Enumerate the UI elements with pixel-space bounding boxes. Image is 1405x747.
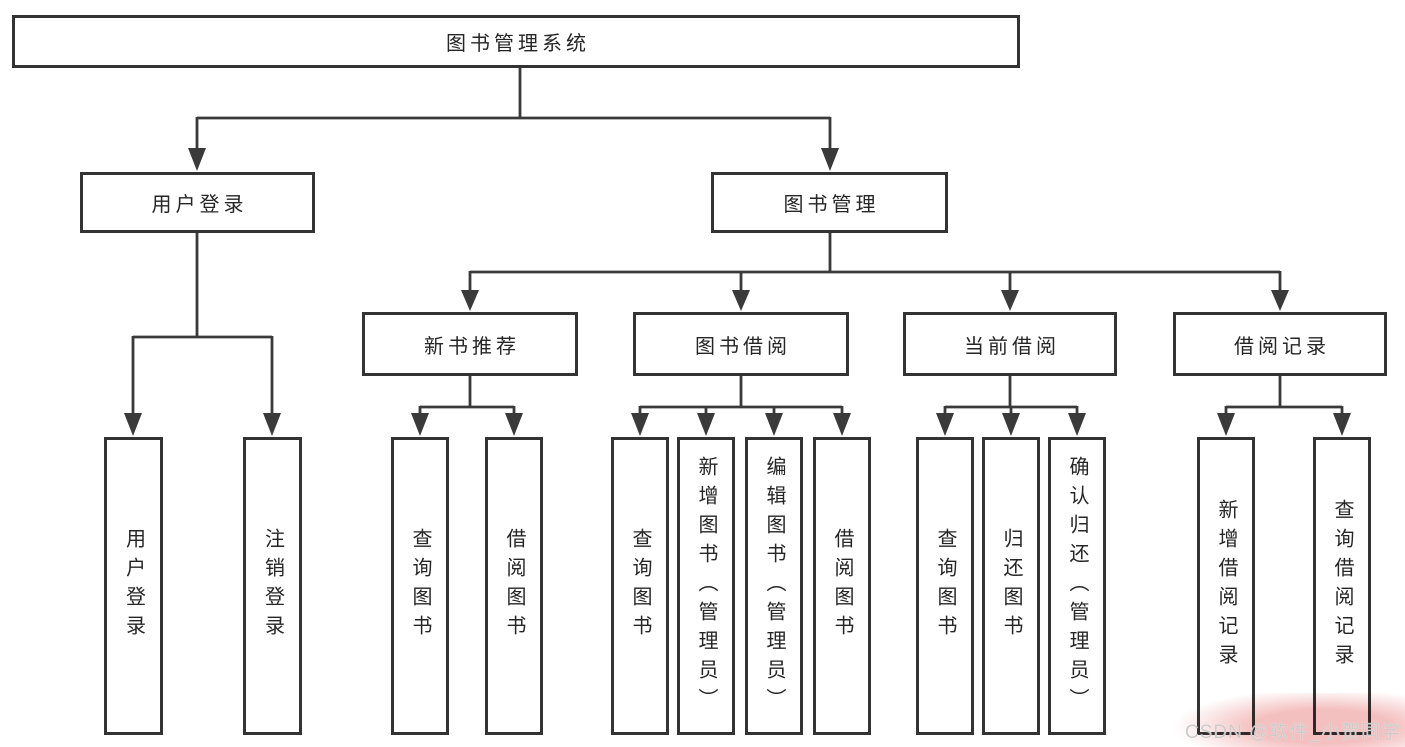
node-label: 新增借阅记录 [1215,499,1237,673]
leaf-borrow-books-borrowing: 借阅图书 [813,437,871,735]
node-current-borrowing: 当前借阅 [903,312,1117,376]
node-label: 借阅图书 [503,528,525,644]
leaf-logout: 注销登录 [243,437,302,735]
leaf-query-books-current: 查询图书 [916,437,974,735]
node-label: 图书管理系统 [446,33,590,55]
node-library-management-system: 图书管理系统 [12,15,1020,68]
node-label: 查询借阅记录 [1331,499,1353,673]
node-label: 新书推荐 [424,335,520,358]
leaf-return-books: 归还图书 [982,437,1040,735]
node-label: 归还图书 [1000,528,1022,644]
node-label: 查询图书 [934,528,956,644]
node-label: 图书管理 [783,194,880,216]
node-label: 用户登录 [151,194,248,216]
node-label: 借阅记录 [1234,335,1330,358]
leaf-query-books-borrowing: 查询图书 [611,437,669,735]
node-label: 新增图书（管理员） [695,455,717,717]
node-label: 当前借阅 [964,335,1060,358]
node-label: 确认归还（管理员） [1066,455,1088,717]
node-label: 查询图书 [629,528,651,644]
leaf-add-book-admin: 新增图书（管理员） [677,437,735,735]
node-user-login: 用户登录 [80,172,315,233]
leaf-user-login: 用户登录 [104,437,163,735]
node-book-borrowing: 图书借阅 [633,312,849,376]
leaf-confirm-return-admin: 确认归还（管理员） [1048,437,1106,735]
leaf-borrow-books-recommend: 借阅图书 [485,437,543,735]
node-new-book-recommendation: 新书推荐 [362,312,578,376]
node-book-management: 图书管理 [711,172,948,233]
leaf-add-borrow-record: 新增借阅记录 [1197,437,1255,735]
node-label: 注销登录 [261,528,284,644]
node-borrowing-records: 借阅记录 [1173,312,1387,376]
csdn-watermark: CSDN @软件_小贺同学 [1185,722,1401,743]
node-label: 借阅图书 [831,528,853,644]
node-label: 图书借阅 [695,335,791,358]
node-label: 查询图书 [409,528,431,644]
leaf-edit-book-admin: 编辑图书（管理员） [745,437,803,735]
node-label: 编辑图书（管理员） [763,455,785,717]
leaf-query-books-recommend: 查询图书 [391,437,449,735]
node-label: 用户登录 [122,528,145,644]
leaf-query-borrow-record: 查询借阅记录 [1313,437,1371,735]
